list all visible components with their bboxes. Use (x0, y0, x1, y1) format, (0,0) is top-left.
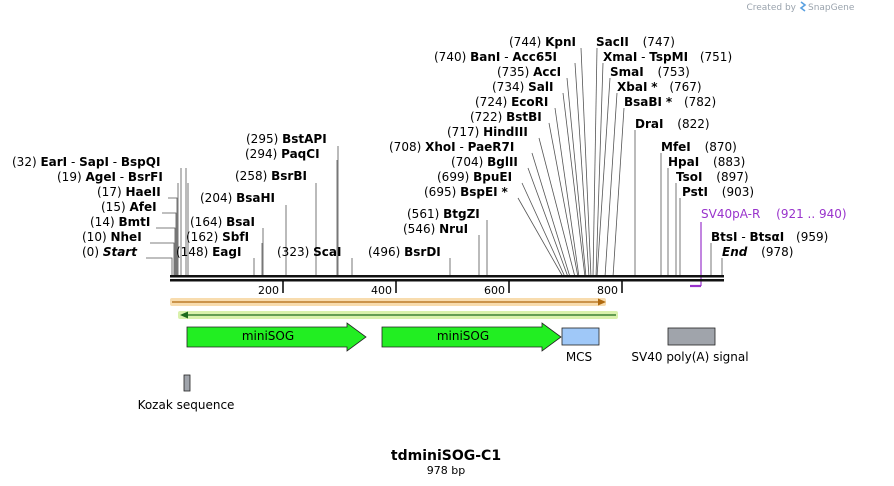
site-mfei[interactable]: MfeI (870) (661, 140, 737, 154)
feature-label: MCS (566, 350, 592, 364)
credit-prefix: Created by (746, 3, 796, 13)
site-bsrbi[interactable]: (258) BsrBI (235, 169, 307, 183)
site-nhei[interactable]: (10) NheI (82, 230, 142, 244)
site-scai[interactable]: (323) ScaI (277, 245, 341, 259)
tick-label: 400 (371, 284, 392, 297)
feature-kozak[interactable]: Kozak sequence (138, 374, 235, 412)
primer-sv40pa-r[interactable]: SV40pA-R (921 .. 940) (701, 207, 847, 221)
tick-label: 800 (597, 284, 618, 297)
site-btgzi[interactable]: (561) BtgZI (407, 207, 480, 221)
site-bmti[interactable]: (14) BmtI (90, 215, 150, 229)
site-xhoi[interactable]: (708) XhoI - PaeR7I (389, 140, 514, 154)
site-smai[interactable]: SmaI (753) (610, 65, 690, 79)
site-drai[interactable]: DraI (822) (635, 117, 710, 131)
feature-label: Kozak sequence (138, 398, 235, 412)
map-title: tdminiSOG-C1 (391, 448, 501, 464)
feature-mcs[interactable]: MCS (561, 327, 600, 364)
site-bsrdi[interactable]: (496) BsrDI (368, 245, 441, 259)
sequence-backbone (170, 275, 724, 282)
feature-label: SV40 poly(A) signal (631, 350, 748, 364)
site-tsoi[interactable]: TsoI (897) (676, 170, 749, 184)
site-bglii[interactable]: (704) BglII (451, 155, 518, 169)
feature-label: miniSOG (242, 329, 294, 343)
map-length: 978 bp (427, 464, 465, 477)
site-bspei[interactable]: (695) BspEI * (424, 185, 508, 199)
site-bsabi[interactable]: BsaBI * (782) (624, 95, 716, 109)
site-ecori[interactable]: (724) EcoRI (475, 95, 548, 109)
site-sali[interactable]: (734) SalI (492, 80, 553, 94)
site-hpai[interactable]: HpaI (883) (668, 155, 745, 169)
orf-reverse[interactable] (178, 311, 618, 319)
site-sbfi[interactable]: (162) SbfI (186, 230, 249, 244)
feature-minisog-2[interactable]: miniSOG (381, 322, 562, 352)
site-agei[interactable]: (19) AgeI - BsrFI (57, 170, 163, 184)
site-btsi[interactable]: BtsI - BtsαI (959) (711, 230, 828, 244)
site-bsai[interactable]: (164) BsaI (190, 215, 255, 229)
site-bsahi[interactable]: (204) BsaHI (200, 191, 275, 205)
site-afei[interactable]: (15) AfeI (101, 200, 157, 214)
credit-brand[interactable]: SnapGene (808, 3, 855, 13)
feature-minisog-1[interactable]: miniSOG (186, 322, 367, 352)
site-xbai[interactable]: XbaI * (767) (617, 80, 702, 94)
site-xmai[interactable]: XmaI - TspMI (751) (603, 50, 732, 64)
site-acci[interactable]: (735) AccI (497, 65, 561, 79)
tick-label: 600 (484, 284, 505, 297)
tick-label: 200 (258, 284, 279, 297)
site-paqci[interactable]: (294) PaqCI (245, 147, 320, 161)
site-hindiii[interactable]: (717) HindIII (447, 125, 528, 139)
site-eagi[interactable]: (148) EagI (176, 245, 241, 259)
site-haeii[interactable]: (17) HaeII (97, 185, 161, 199)
orf-forward[interactable] (170, 298, 606, 306)
site-bpuei[interactable]: (699) BpuEI (437, 170, 512, 184)
feature-sv40-polya[interactable]: SV40 poly(A) signal (631, 327, 749, 364)
site-bstbi[interactable]: (722) BstBI (470, 110, 542, 124)
site-psti[interactable]: PstI (903) (682, 185, 754, 199)
site-kpni[interactable]: (744) KpnI (509, 35, 576, 49)
feature-label: miniSOG (437, 329, 489, 343)
snapgene-logo-icon (799, 1, 807, 12)
site-sacii[interactable]: SacII (747) (596, 35, 675, 49)
site-start[interactable]: (0) Start (82, 245, 138, 259)
site-bstapi[interactable]: (295) BstAPI (246, 132, 327, 146)
site-end[interactable]: End (978) (722, 245, 793, 259)
site-eari[interactable]: (32) EarI - SapI - BspQI (12, 155, 160, 169)
axis-ticks: 200 400 600 800 (258, 281, 623, 297)
site-nrui[interactable]: (546) NruI (403, 222, 468, 236)
site-leader-lines (146, 47, 723, 278)
site-bani[interactable]: (740) BanI - Acc65I (434, 50, 557, 64)
